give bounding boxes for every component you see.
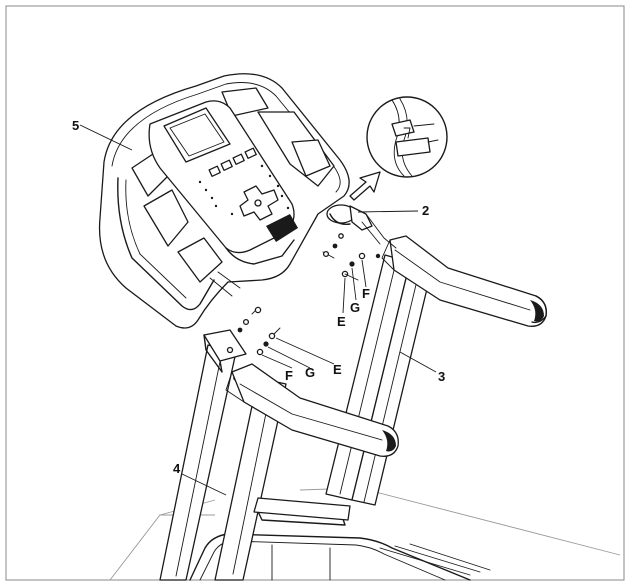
hardware-left-group (237, 306, 335, 369)
handlebar-left (225, 363, 399, 457)
console-assembly-5 (98, 73, 350, 329)
detail-callout (349, 96, 448, 201)
label-part-3: 3 (438, 369, 445, 384)
label-hardware-left-f: F (285, 368, 293, 383)
leader-4 (181, 473, 227, 496)
upright-left-4 (159, 329, 287, 581)
leader-5 (79, 124, 133, 151)
frame-border (5, 5, 625, 581)
label-part-4: 4 (173, 461, 181, 476)
label-part-5: 5 (72, 118, 79, 133)
label-hardware-right-f: F (362, 286, 370, 301)
label-hardware-right-g: G (350, 300, 360, 315)
label-hardware-left-g: G (305, 365, 315, 380)
label-part-2: 2 (422, 203, 429, 218)
label-hardware-right-e: E (337, 314, 346, 329)
label-hardware-left-e: E (333, 362, 342, 377)
handlebar-right (381, 235, 547, 327)
hardware-right-group (322, 204, 397, 314)
leader-3 (399, 351, 437, 373)
leader-2 (357, 210, 419, 213)
